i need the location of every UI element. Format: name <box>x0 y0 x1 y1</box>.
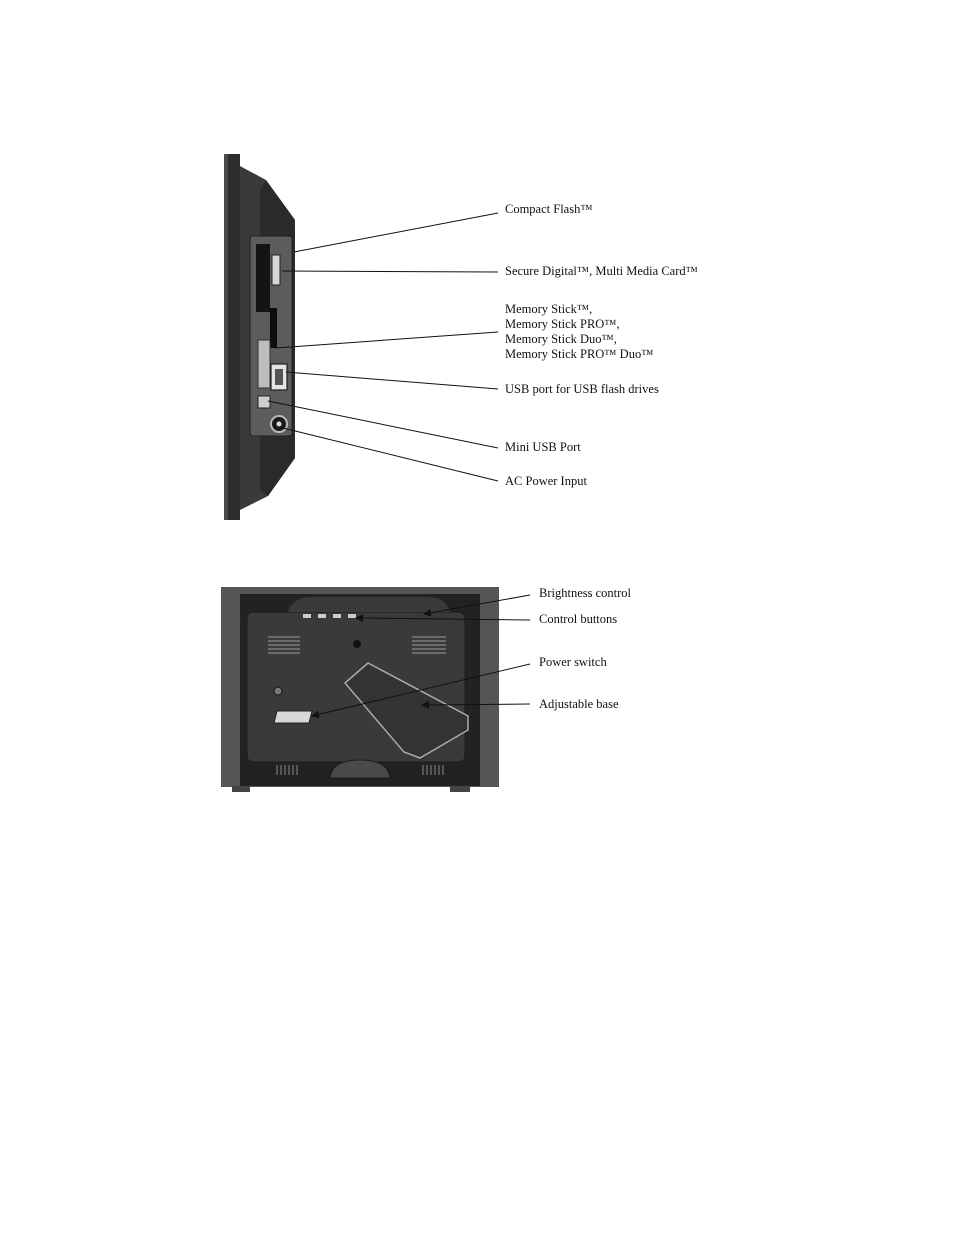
callout-usb-port: USB port for USB flash drives <box>505 382 659 396</box>
callout-memory-stick: Memory Stick™, Memory Stick PRO™, Memory… <box>505 302 654 361</box>
leader-secure-digital <box>281 270 499 273</box>
brightness-knob-shape <box>273 686 283 696</box>
base-foot <box>329 759 391 779</box>
mini-usb-shape <box>257 395 271 409</box>
leader-mini-usb <box>267 400 499 449</box>
button-4 <box>348 614 356 618</box>
callout-secure-digital: Secure Digital™, Multi Media Card™ <box>505 264 698 278</box>
vent-bottom-right <box>422 765 444 775</box>
stand-shape <box>343 662 469 759</box>
power-switch-shape <box>273 710 313 724</box>
hanging-hole <box>353 640 361 648</box>
button-1 <box>303 614 311 618</box>
connector-strip <box>257 339 271 389</box>
leader-adjustable-base <box>421 700 531 709</box>
vent-bottom-left <box>276 765 298 775</box>
cf-slot <box>256 244 270 312</box>
button-3 <box>333 614 341 618</box>
callout-mini-usb: Mini USB Port <box>505 440 581 454</box>
vent-right <box>412 636 446 654</box>
callout-power-switch: Power switch <box>539 655 607 669</box>
sd-slot <box>271 254 281 286</box>
ms-slot <box>270 308 277 348</box>
top-hump <box>288 597 450 612</box>
button-2 <box>318 614 326 618</box>
callout-brightness-control: Brightness control <box>539 586 632 600</box>
callout-compact-flash: Compact Flash™ <box>505 202 593 216</box>
callout-adjustable-base: Adjustable base <box>539 697 619 711</box>
leader-brightness-control <box>423 594 531 617</box>
leader-power-switch <box>311 663 531 719</box>
leader-usb-port <box>285 371 499 390</box>
callout-ac-power: AC Power Input <box>505 474 587 488</box>
leader-memory-stick <box>275 331 499 349</box>
leader-ac-power <box>282 427 499 482</box>
vent-left <box>268 636 300 654</box>
callout-control-buttons: Control buttons <box>539 612 618 626</box>
leader-compact-flash <box>293 212 499 253</box>
leader-control-buttons <box>355 614 531 623</box>
